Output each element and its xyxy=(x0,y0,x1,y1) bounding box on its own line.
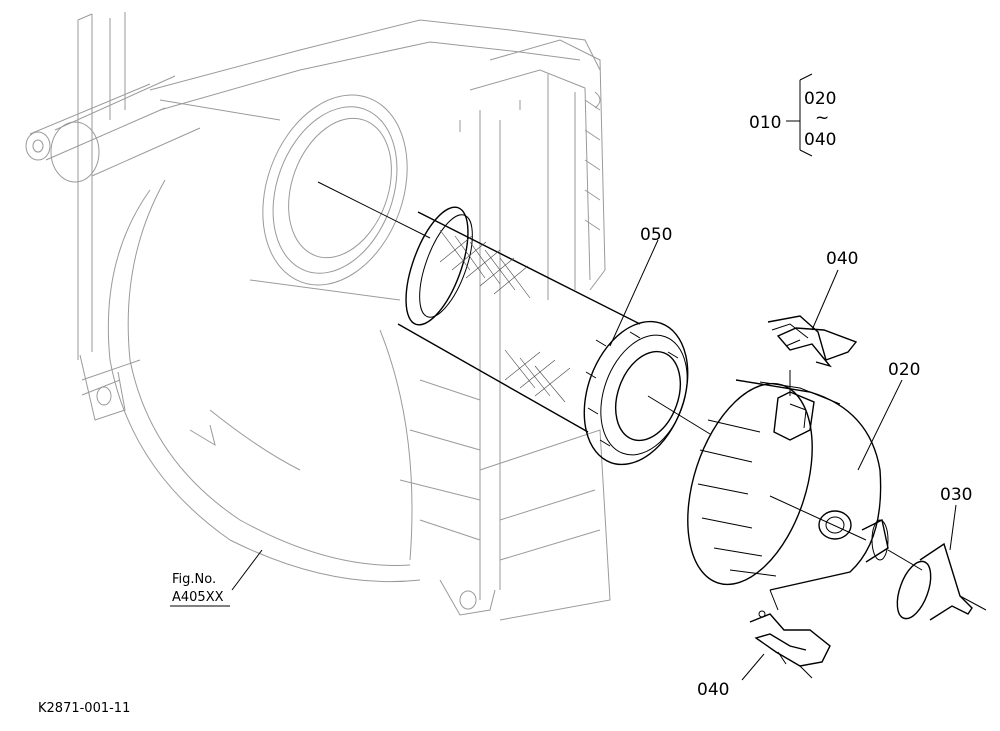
fig-ref-line2: A405XX xyxy=(172,590,224,605)
fan-shroud-housing xyxy=(25,12,611,621)
legend-range-tilde: ~ xyxy=(815,108,829,128)
legend-range-end: 040 xyxy=(804,130,836,150)
filter-element-050 xyxy=(317,181,711,466)
label-040-top: 040 xyxy=(826,249,858,269)
dust-valve-030 xyxy=(887,542,987,621)
label-020: 020 xyxy=(888,360,920,380)
legend-assembly-number: 010 xyxy=(749,113,781,133)
clip-040-top xyxy=(767,315,858,396)
assembly-legend xyxy=(786,73,813,157)
fig-ref-line1: Fig.No. xyxy=(172,572,216,587)
cover-020 xyxy=(687,379,889,611)
label-050: 050 xyxy=(640,225,672,245)
clip-040-bottom xyxy=(749,610,831,679)
label-040-bottom: 040 xyxy=(697,680,729,700)
leader-lines xyxy=(231,239,957,681)
drawing-code: K2871-001-11 xyxy=(38,701,130,716)
legend-range-start: 020 xyxy=(804,89,836,109)
label-030: 030 xyxy=(940,485,972,505)
